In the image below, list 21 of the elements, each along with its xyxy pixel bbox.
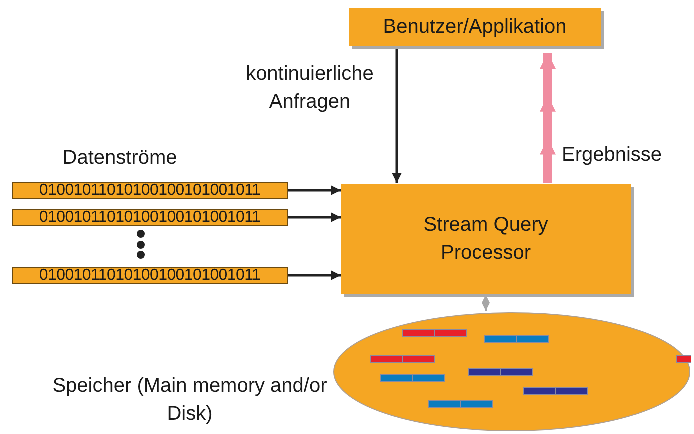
processor-box xyxy=(341,184,631,294)
edge-label: kontinuierliche Anfragen xyxy=(245,62,375,115)
memory-ellipse xyxy=(333,312,691,432)
section-label: Datenströme xyxy=(62,146,178,171)
node-label: Stream Query Processor xyxy=(422,213,550,266)
arrow xyxy=(288,270,341,280)
result-arrow xyxy=(540,53,556,183)
bit-sequence: 01001011010100100101001011 xyxy=(38,182,262,199)
application-box xyxy=(349,8,601,46)
edge-label: Ergebnisse xyxy=(562,143,664,168)
arrow xyxy=(288,186,341,196)
arrow xyxy=(392,47,402,183)
bit-sequence: 01001011010100100101001011 xyxy=(38,267,262,284)
bitstream-box xyxy=(12,267,288,284)
node-label: Benutzer/Applikation xyxy=(382,16,568,38)
storage-caption: Speicher (Main memory and/or Disk) xyxy=(52,374,328,427)
arrow xyxy=(288,212,341,222)
bitstream-box xyxy=(12,182,288,199)
arrow xyxy=(482,295,490,311)
bitstream-box xyxy=(12,209,288,226)
bit-sequence: 01001011010100100101001011 xyxy=(38,209,262,226)
